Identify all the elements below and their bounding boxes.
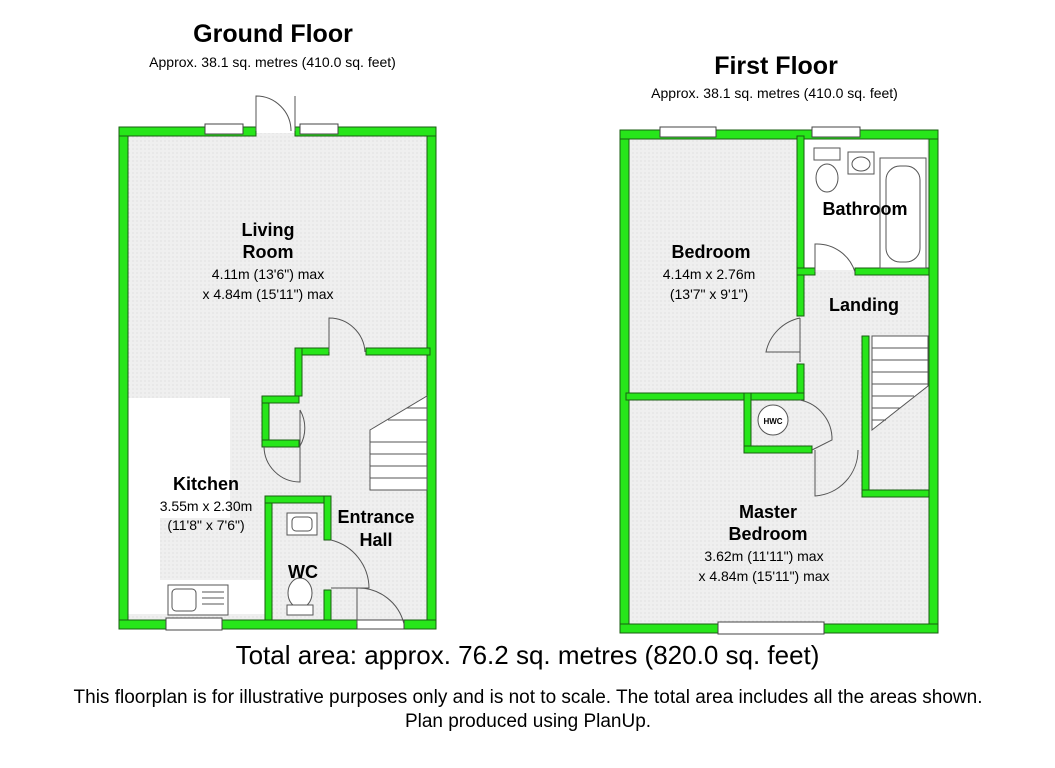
disclaimer-line-2: Plan produced using PlanUp. [404,711,652,732]
label-bathroom: Bathroom [823,199,908,219]
first-floor-plan [619,126,939,635]
ground-floor-area: Approx. 38.1 sq. metres (410.0 sq. feet) [149,54,396,70]
wc-wall-west [264,495,273,621]
dim-living-room-1: 4.11m (13'6") max [212,266,324,282]
label-hwc: HWC [763,417,782,426]
hwc-wall-south [743,445,813,454]
label-kitchen: Kitchen [173,474,239,494]
kitchen-wall-c [261,395,300,404]
wc-wall-east [323,495,332,541]
wc-toilet [287,577,313,609]
window-master [717,621,825,635]
stair-wall-south [861,489,930,498]
total-area: Total area: approx. 76.2 sq. metres (820… [235,640,820,670]
bathroom-door [814,243,856,273]
wc-door [330,539,370,589]
hwc-cylinder [757,404,789,436]
first-wall-north [619,129,939,140]
label-wc: WC [288,562,318,582]
label-master-bedroom-2: Bedroom [728,524,807,544]
bathroom-toilet [815,163,839,193]
dim-kitchen-2: (11'8" x 7'6") [167,517,244,533]
disclaimer: This floorplan is for illustrative purpo… [28,686,1028,734]
bedroom-wall-south [625,392,805,401]
ground-floor-plan [118,95,437,631]
kitchen-wall-b [261,439,300,448]
ground-wall-east [426,126,437,630]
ground-stairs [369,395,428,491]
living-wall-b [365,347,431,356]
living-wall-c [294,347,303,397]
living-door [328,317,366,353]
floor-plan-drawing: Living Room 4.11m (13'6") max x 4.84m (1… [118,95,939,635]
dim-bedroom-2: (13'7" x 9'1") [670,286,748,302]
wc-wall-east-b [323,589,332,621]
first-stairs [871,335,929,432]
bath-wall-b [854,267,930,276]
label-living-room-2: Room [243,242,294,262]
dim-kitchen-1: 3.55m x 2.30m [160,498,253,514]
kitchen-door [263,445,301,483]
label-master-bedroom-1: Master [739,502,797,522]
ground-wall-north-b [294,126,437,137]
front-door [356,587,405,625]
disclaimer-line-1: This floorplan is for illustrative purpo… [73,687,983,708]
wc-wall-north [264,495,332,504]
front-door-frame [356,619,405,630]
hwc-wall-west [743,392,752,454]
dim-living-room-2: x 4.84m (15'11") max [202,286,333,302]
patio-door-left [255,95,292,132]
bath-wall-a [796,267,816,276]
window-living-2 [299,123,339,135]
window-kitchen [165,617,223,631]
window-living-1 [204,123,244,135]
dim-bedroom-1: 4.14m x 2.76m [663,266,756,282]
first-floor-title: First Floor [714,52,838,80]
window-bedroom [659,126,717,138]
hwc-door [799,399,833,451]
bedroom-wall-east [796,135,805,317]
label-bedroom: Bedroom [671,242,750,262]
ground-wall-west [118,126,129,630]
master-door [814,449,859,497]
bedroom-door [765,317,801,353]
label-entrance-hall-1: Entrance [337,507,414,527]
dim-master-bedroom-2: x 4.84m (15'11") max [698,568,829,584]
dim-master-bedroom-1: 3.62m (11'11") max [704,548,823,564]
first-wall-east [928,129,939,634]
label-entrance-hall-2: Hall [359,530,392,550]
stair-wall-west [861,335,870,497]
first-wall-west [619,129,630,634]
ground-wall-south-a [118,619,358,630]
window-bathroom [811,126,861,138]
ground-floor-title: Ground Floor [193,20,353,48]
label-living-room-1: Living [242,220,295,240]
first-floor-area: Approx. 38.1 sq. metres (410.0 sq. feet) [651,85,898,101]
ground-wall-north-a [118,126,257,137]
ground-wall-south-b [403,619,437,630]
label-landing: Landing [829,295,899,315]
